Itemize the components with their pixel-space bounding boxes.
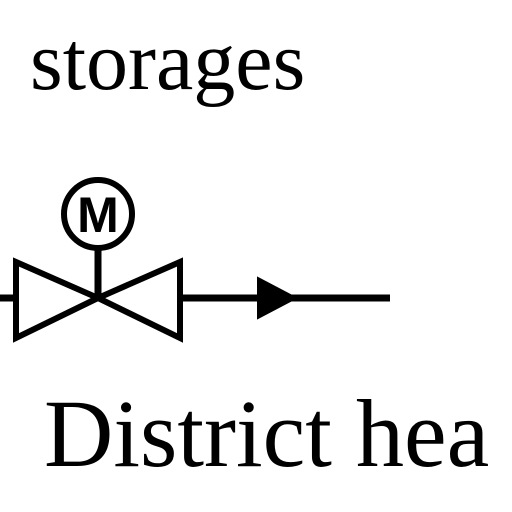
valve-left-triangle (13, 257, 106, 343)
district-heating-label: District hea (44, 380, 490, 487)
motor-circle (61, 177, 135, 251)
flow-arrow-icon (257, 276, 299, 320)
valve-right-triangle (90, 257, 183, 343)
motor-letter: M (77, 187, 119, 243)
storages-label: storages (30, 15, 306, 108)
